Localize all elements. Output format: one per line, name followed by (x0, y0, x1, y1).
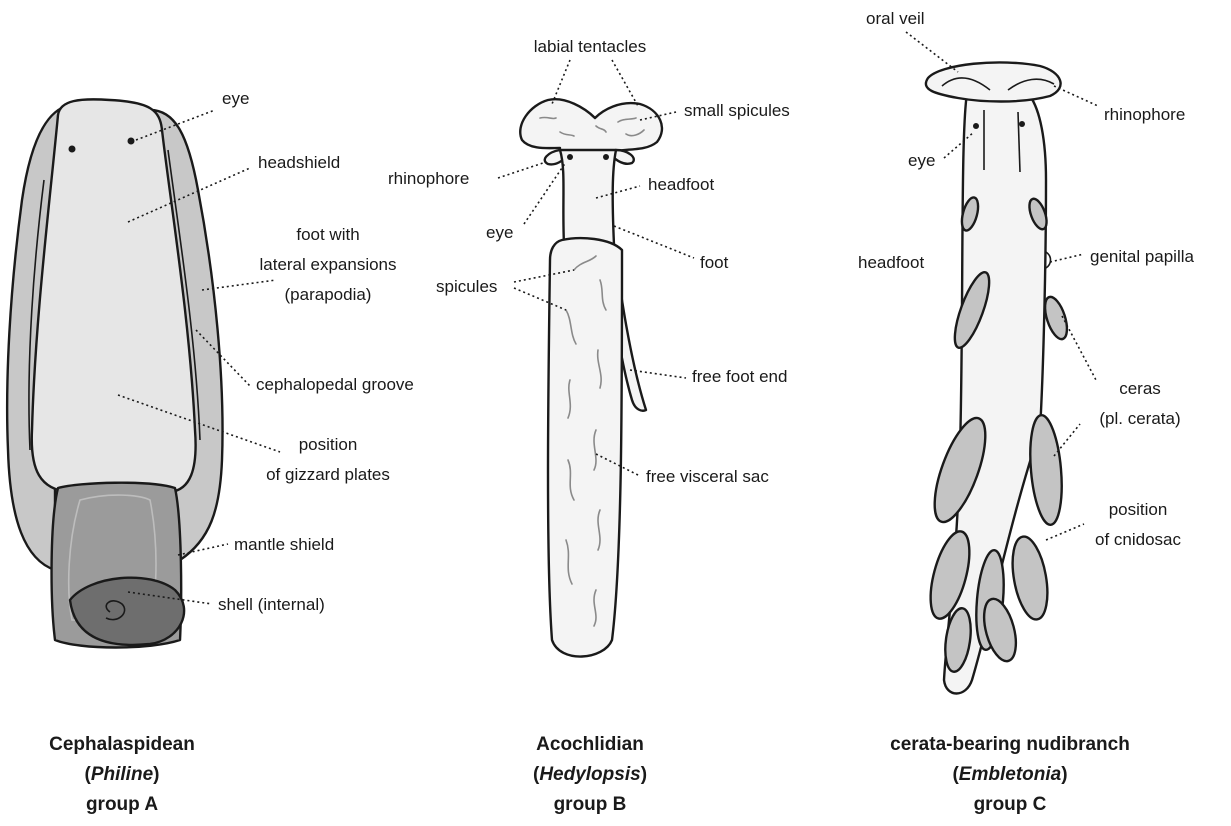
label-gizzard-line2: of gizzard plates (266, 465, 390, 484)
leader-labial-right (612, 60, 638, 106)
caption-b-genus: Hedylopsis (539, 764, 640, 785)
ceras (1026, 414, 1065, 526)
label-visceral: free visceral sac (646, 467, 769, 486)
leader-labial-left (552, 60, 570, 104)
label-headfoot-b: headfoot (648, 175, 714, 194)
caption-c-genus: Embletonia (959, 764, 1062, 785)
leader-cnidosac (1046, 524, 1084, 540)
label-free-foot: free foot end (692, 367, 787, 386)
caption-a-line1: Cephalaspidean (49, 734, 195, 755)
label-rhinophore-c: rhinophore (1104, 105, 1185, 124)
eye-right-embletonia (1019, 121, 1025, 127)
leader-eye-b (524, 162, 566, 224)
eye-left-philine (69, 146, 76, 153)
caption-c-line3: group C (974, 794, 1047, 815)
label-small-spicules: small spicules (684, 101, 790, 120)
label-labial: labial tentacles (534, 37, 646, 56)
caption-c-line1: cerata-bearing nudibranch (890, 734, 1130, 755)
label-eye-b: eye (486, 223, 513, 242)
label-foot-line1: foot with (296, 225, 359, 244)
label-ceras-line2: (pl. cerata) (1099, 409, 1180, 428)
label-eye-a: eye (222, 89, 249, 108)
leader-free-foot (630, 370, 686, 378)
caption-c: cerata-bearing nudibranch (Embletonia) g… (890, 734, 1130, 815)
leader-rhinophore-c (1054, 86, 1098, 106)
label-ceras-line1: ceras (1119, 379, 1161, 398)
caption-b-line3: group B (554, 794, 627, 815)
label-spicules: spicules (436, 277, 497, 296)
leader-oral-veil (906, 32, 958, 72)
label-groove: cephalopedal groove (256, 375, 414, 394)
label-gizzard-line1: position (299, 435, 358, 454)
ceras (978, 595, 1022, 664)
label-rhinophore-b: rhinophore (388, 169, 469, 188)
label-headshield: headshield (258, 153, 340, 172)
label-cnido-line1: position (1109, 500, 1168, 519)
label-genital: genital papilla (1090, 247, 1195, 266)
caption-b-line1: Acochlidian (536, 734, 644, 755)
label-eye-c: eye (908, 151, 935, 170)
eye-right-philine (128, 138, 135, 145)
label-foot-line2: lateral expansions (259, 255, 396, 274)
eye-right-hedylopsis (603, 154, 609, 160)
caption-a: Cephalaspidean (Philine) group A (49, 734, 195, 815)
label-headfoot-c: headfoot (858, 253, 924, 272)
leader-ceras-2 (1054, 424, 1080, 456)
caption-a-line3: group A (86, 794, 158, 815)
head-hedylopsis (520, 99, 662, 157)
hedylopsis-drawing (520, 99, 662, 656)
eye-left-hedylopsis (567, 154, 573, 160)
caption-b: Acochlidian (Hedylopsis) group B (533, 734, 647, 815)
label-foot-b: foot (700, 253, 729, 272)
caption-c-line2: (Embletonia) (952, 764, 1067, 785)
eye-left-embletonia (973, 123, 979, 129)
caption-b-line2: (Hedylopsis) (533, 764, 647, 785)
caption-a-genus: Philine (91, 764, 154, 785)
visceral-sac (548, 238, 622, 656)
label-foot-line3: (parapodia) (285, 285, 372, 304)
label-oral-veil: oral veil (866, 9, 925, 28)
leader-genital (1050, 254, 1084, 262)
ceras (1007, 534, 1053, 622)
caption-a-line2: (Philine) (85, 764, 160, 785)
leader-foot-b (614, 226, 694, 258)
philine-drawing (7, 99, 222, 647)
headfoot-b (560, 150, 616, 245)
label-shell: shell (internal) (218, 595, 325, 614)
label-mantle: mantle shield (234, 535, 334, 554)
leader-rhinophore-b (498, 162, 546, 178)
leader-ceras (1062, 316, 1096, 380)
label-cnido-line2: of cnidosac (1095, 530, 1181, 549)
